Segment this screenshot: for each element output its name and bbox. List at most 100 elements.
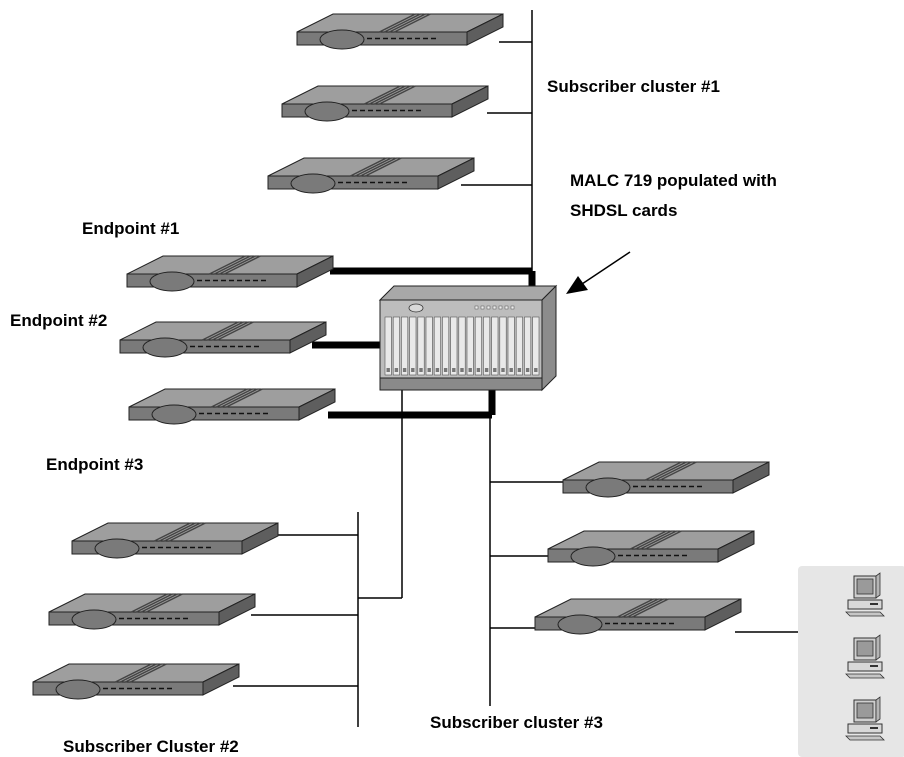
computer-icon (845, 572, 885, 617)
modem-side (218, 593, 256, 626)
line-card (450, 316, 458, 376)
modem-stripe (365, 157, 402, 177)
keyboard (845, 673, 885, 679)
pc-base (847, 723, 883, 734)
modem-stripe (216, 388, 253, 408)
screen (856, 578, 874, 595)
label-subscriber-cluster-3: Subscriber cluster #3 (430, 713, 603, 732)
card-port (427, 368, 431, 372)
chassis-side (541, 284, 557, 392)
shdsl-modem-icon (128, 388, 336, 425)
modem-stripe (630, 530, 667, 550)
line-card (425, 316, 433, 376)
modem-side (289, 321, 327, 354)
modem-stripe (369, 85, 406, 105)
monitor-side (875, 572, 881, 599)
modem-stripe (622, 598, 659, 618)
modem-stripe (379, 85, 416, 105)
modem-side (704, 598, 742, 631)
modem-stripe (202, 321, 239, 341)
card-port (525, 368, 530, 372)
modem-side (241, 522, 279, 555)
monitor-side (875, 696, 881, 723)
modem-logo (290, 173, 336, 194)
callout-arrowhead (566, 276, 588, 294)
card-port (509, 368, 513, 372)
card-port (476, 368, 481, 372)
chassis-led (504, 305, 509, 310)
label-subscriber-cluster-2: Subscriber Cluster #2 (63, 737, 239, 756)
modem-stripe (617, 598, 654, 618)
shdsl-modem-icon (48, 593, 256, 630)
modem-logo (149, 271, 195, 292)
screen (856, 702, 874, 719)
label-subscriber-cluster-1: Subscriber cluster #1 (547, 77, 720, 96)
line-card (474, 316, 482, 376)
modem-stripe (389, 13, 426, 33)
computer-icon (845, 696, 885, 741)
line-card (499, 316, 507, 376)
card-port (484, 368, 489, 372)
shdsl-modem-icon (32, 663, 240, 700)
line-card (532, 316, 540, 376)
line-card (515, 316, 523, 376)
modem-logo (304, 101, 350, 122)
card-port (411, 368, 415, 372)
modem-stripe (209, 255, 246, 275)
modem-stripe (217, 321, 254, 341)
modem-stripe (146, 593, 183, 613)
monitor-side (875, 634, 881, 661)
modem-stripe (655, 461, 692, 481)
modem-stripe (131, 593, 168, 613)
modem-stripe (207, 321, 244, 341)
modem-stripe (384, 13, 421, 33)
line-card (417, 316, 425, 376)
line-card (433, 316, 441, 376)
modem-stripe (115, 663, 152, 683)
chassis-logo (408, 303, 424, 313)
drive (870, 727, 878, 729)
modem-side (202, 663, 240, 696)
modem-stripe (154, 522, 191, 542)
modem-stripe (645, 461, 682, 481)
modem-stripe (374, 85, 411, 105)
modem-side (298, 388, 336, 421)
modem-stripe (635, 530, 672, 550)
modem-stripe (627, 598, 664, 618)
label-endpoint-2: Endpoint #2 (10, 311, 108, 330)
keyboard (845, 735, 885, 741)
chassis-base (379, 377, 543, 391)
chassis-top (378, 285, 558, 301)
label-endpoint-3: Endpoint #3 (46, 455, 144, 474)
modem-stripe (141, 593, 178, 613)
modem-logo (142, 337, 188, 358)
chassis-led (510, 305, 515, 310)
label-endpoint-1: Endpoint #1 (82, 219, 180, 238)
line-card (442, 316, 450, 376)
modem-stripe (632, 598, 669, 618)
shdsl-modem-icon (126, 255, 334, 292)
card-port (534, 368, 538, 372)
modem-logo (94, 538, 140, 559)
modem-logo (55, 679, 101, 700)
line-card (458, 316, 466, 376)
shdsl-modem-icon (71, 522, 279, 559)
shdsl-modem-icon (267, 157, 475, 194)
chassis-led (492, 305, 497, 310)
modem-side (732, 461, 770, 494)
line-card (401, 316, 409, 376)
modem-stripe (211, 388, 248, 408)
label-malc-line2: SHDSL cards (570, 201, 678, 220)
card-port (517, 368, 522, 372)
modem-logo (151, 404, 197, 425)
card-port (419, 368, 423, 372)
modem-stripe (650, 461, 687, 481)
card-port (468, 368, 472, 372)
modem-stripe (219, 255, 256, 275)
modem-side (296, 255, 334, 288)
card-port (452, 368, 456, 372)
line-card (507, 316, 515, 376)
callout-line (581, 251, 631, 285)
chassis-led (498, 305, 503, 310)
